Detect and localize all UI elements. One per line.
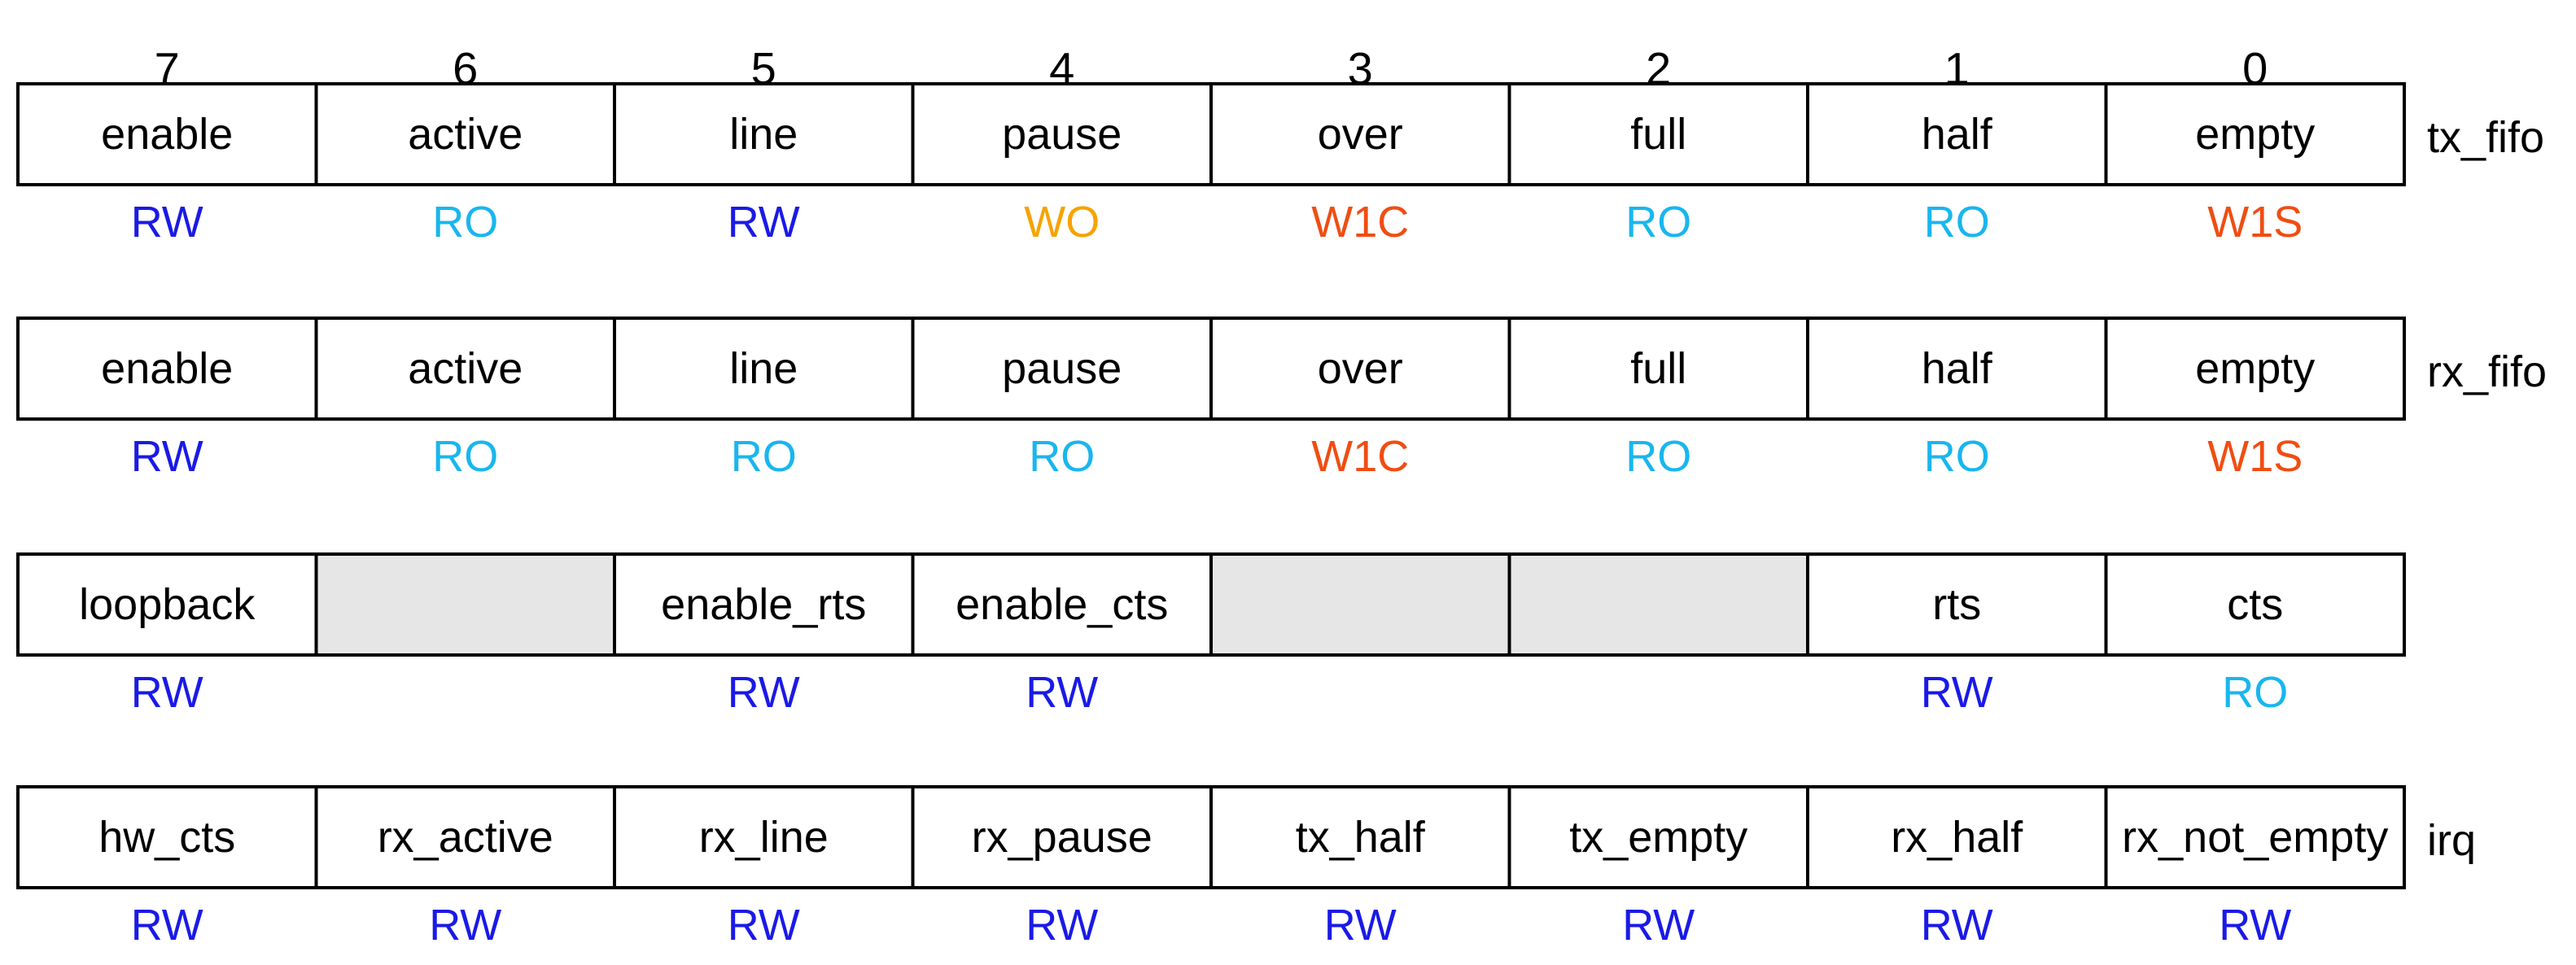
access-type-label: RW bbox=[131, 668, 203, 717]
register-rows: enableRWactiveROlineRWpauseWOoverW1Cfull… bbox=[16, 82, 2547, 950]
access-type-label: RO bbox=[1924, 198, 1990, 247]
bit-field-name: rx_pause bbox=[972, 813, 1152, 862]
bit-field-name: enable_rts bbox=[661, 580, 866, 629]
access-type-label: RW bbox=[429, 901, 501, 950]
bit-field-cell bbox=[314, 317, 616, 421]
bit-field-cell bbox=[613, 317, 915, 421]
bit-field-name: rx_not_empty bbox=[2122, 813, 2388, 862]
bit-field-name: rts bbox=[1932, 580, 1981, 629]
bit-field-cell bbox=[2104, 82, 2406, 186]
access-type-label: W1C bbox=[1311, 198, 1409, 247]
bit-field-name: line bbox=[729, 344, 798, 393]
bit-field-name: rx_line bbox=[699, 813, 829, 862]
bit-field-cell bbox=[1507, 785, 1809, 889]
bit-field-name: pause bbox=[1002, 344, 1122, 393]
bit-field-name: pause bbox=[1002, 110, 1122, 159]
access-type-label: RW bbox=[1026, 668, 1098, 717]
access-type-label: W1C bbox=[1311, 432, 1409, 481]
bit-field-name: half bbox=[1922, 110, 1993, 159]
bit-field-cell bbox=[1507, 82, 1809, 186]
access-type-label: RW bbox=[1324, 901, 1397, 950]
bit-field-cell bbox=[2104, 785, 2406, 889]
bit-field-cell bbox=[16, 552, 318, 657]
bit-field-name: over bbox=[1318, 344, 1403, 393]
reserved-bit-cell bbox=[314, 552, 616, 657]
bit-field-name: empty bbox=[2195, 344, 2315, 393]
bit-field-name: full bbox=[1630, 110, 1686, 159]
bit-field-cell bbox=[911, 317, 1213, 421]
bit-field-name: enable_cts bbox=[956, 580, 1168, 629]
bit-field-cell bbox=[613, 785, 915, 889]
bit-field-cell bbox=[613, 552, 915, 657]
access-type-label: RO bbox=[432, 432, 498, 481]
access-type-label: RW bbox=[1622, 901, 1695, 950]
bit-field-name: line bbox=[729, 110, 798, 159]
bit-field-name: hw_cts bbox=[98, 813, 235, 862]
register-name-label: rx_fifo bbox=[2427, 347, 2547, 396]
bit-field-cell bbox=[16, 317, 318, 421]
bit-field-cell bbox=[1209, 317, 1511, 421]
bit-field-name: active bbox=[408, 344, 523, 393]
access-type-label: W1S bbox=[2207, 198, 2303, 247]
access-type-label: W1S bbox=[2207, 432, 2303, 481]
bit-field-cell bbox=[911, 82, 1213, 186]
access-type-label: RW bbox=[131, 198, 203, 247]
register-name-label: irq bbox=[2427, 816, 2476, 865]
bit-field-cell bbox=[613, 82, 915, 186]
bit-field-name: enable bbox=[101, 110, 233, 159]
access-type-label: RO bbox=[2222, 668, 2288, 717]
bit-field-name: full bbox=[1630, 344, 1686, 393]
bit-field-name: enable bbox=[101, 344, 233, 393]
bit-field-name: over bbox=[1318, 110, 1403, 159]
bit-field-name: half bbox=[1922, 344, 1993, 393]
bit-field-cell bbox=[1806, 82, 2108, 186]
access-type-label: RW bbox=[131, 901, 203, 950]
bit-field-cell bbox=[1806, 317, 2108, 421]
reserved-bit-cell bbox=[1507, 552, 1809, 657]
access-type-label: RO bbox=[1625, 198, 1691, 247]
bit-field-cell bbox=[2104, 552, 2406, 657]
bit-field-name: cts bbox=[2227, 580, 2283, 629]
bit-field-cell bbox=[2104, 317, 2406, 421]
bit-field-name: rx_active bbox=[378, 813, 553, 862]
reserved-bit-cell bbox=[1209, 552, 1511, 657]
access-type-label: RW bbox=[728, 668, 800, 717]
bit-field-cell bbox=[911, 785, 1213, 889]
access-type-label: RW bbox=[1026, 901, 1098, 950]
access-type-label: RO bbox=[1625, 432, 1691, 481]
bit-field-cell bbox=[314, 785, 616, 889]
access-type-label: WO bbox=[1024, 198, 1100, 247]
bit-field-name: tx_empty bbox=[1569, 813, 1747, 862]
bit-field-cell bbox=[1806, 785, 2108, 889]
bit-field-cell bbox=[911, 552, 1213, 657]
access-type-label: RW bbox=[2219, 901, 2291, 950]
bit-field-name: rx_half bbox=[1891, 813, 2023, 862]
access-type-label: RW bbox=[728, 198, 800, 247]
bit-field-cell bbox=[16, 82, 318, 186]
bit-field-cell bbox=[1209, 785, 1511, 889]
bit-field-cell bbox=[1507, 317, 1809, 421]
bit-field-name: tx_half bbox=[1296, 813, 1426, 862]
access-type-label: RW bbox=[1921, 901, 1993, 950]
bit-field-cell bbox=[16, 785, 318, 889]
access-type-label: RO bbox=[1029, 432, 1095, 481]
register-name-label: tx_fifo bbox=[2427, 113, 2544, 162]
access-type-label: RO bbox=[432, 198, 498, 247]
access-type-label: RW bbox=[131, 432, 203, 481]
bit-field-cell bbox=[314, 82, 616, 186]
bit-field-name: empty bbox=[2195, 110, 2315, 159]
access-type-label: RW bbox=[728, 901, 800, 950]
bit-field-name: active bbox=[408, 110, 523, 159]
bit-field-name: loopback bbox=[79, 580, 256, 629]
access-type-label: RO bbox=[1924, 432, 1990, 481]
bit-field-cell bbox=[1806, 552, 2108, 657]
access-type-label: RW bbox=[1921, 668, 1993, 717]
access-type-label: RO bbox=[731, 432, 797, 481]
